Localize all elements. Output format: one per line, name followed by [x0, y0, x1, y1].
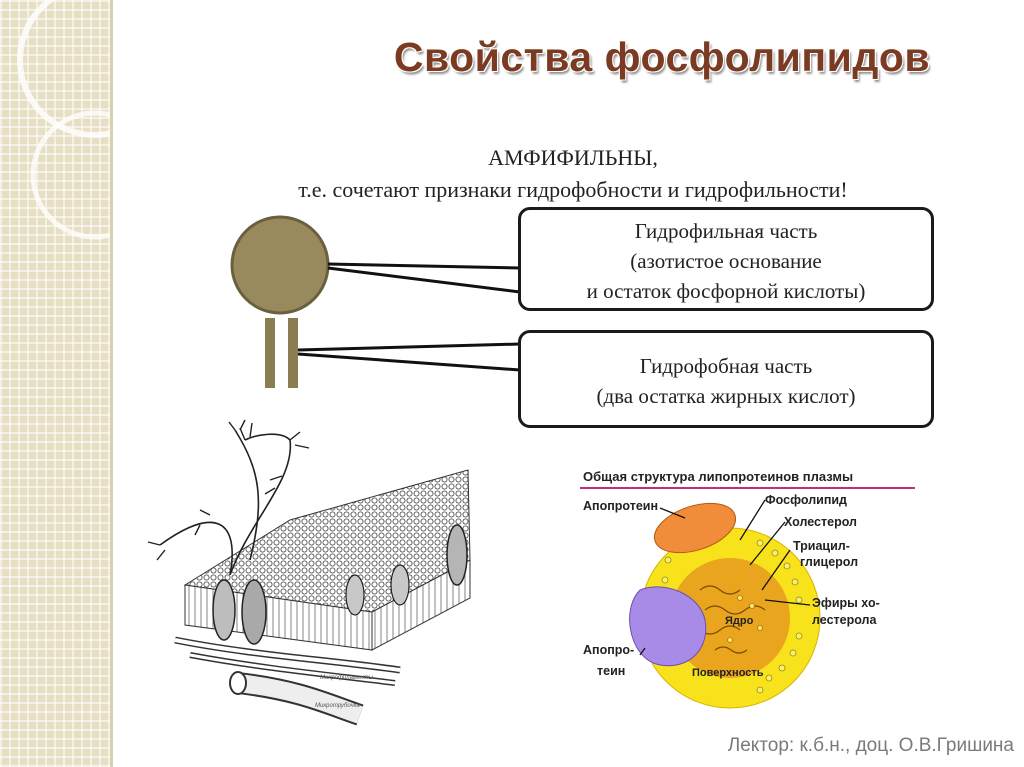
esters-label-2: лестерола	[812, 613, 877, 627]
slide-title-text: Свойства фосфолипидов	[393, 34, 931, 80]
microfilament-inner	[174, 638, 401, 672]
fatty-acid-tail-left	[265, 318, 275, 388]
microtubule-inner	[236, 674, 363, 724]
tail-pointer-line-1	[297, 342, 521, 352]
slide-title: Свойства фосфолипидов	[0, 34, 1024, 81]
phospholipid-label: Фосфолипид	[765, 493, 847, 507]
fatty-acid-tail-right	[288, 318, 298, 388]
decorative-circles	[17, 0, 110, 240]
microfilament-inner	[189, 653, 396, 685]
hydrophilic-line-2: (азотистое основание	[630, 249, 822, 273]
lecturer-footer: Лектор: к.б.н., доц. О.В.Гришина	[727, 735, 1014, 756]
microtubule-end	[229, 671, 247, 695]
glycocalyx-branch	[159, 429, 292, 576]
apoprotein-top-label: Апопротеин	[583, 499, 658, 513]
glycocalyx-twigs	[147, 419, 310, 561]
integral-protein	[345, 574, 365, 616]
hydrophobic-line-1: Гидрофобная часть	[639, 354, 813, 378]
apoprotein-purple	[629, 586, 707, 667]
head-pointer-line-1	[327, 262, 521, 270]
lipoprotein-pointers	[639, 499, 811, 656]
core-label: Ядро	[725, 615, 754, 627]
cholesterol-esters	[727, 595, 763, 643]
subtitle-line-2: т.е. сочетают признаки гидрофобности и г…	[298, 177, 848, 202]
cholesterol-label: Холестерол	[784, 515, 857, 529]
hydrophilic-part-box: Гидрофильная часть (азотистое основание …	[518, 207, 934, 311]
hydrophobic-part-box: Гидрофобная часть (два остатка жирных ки…	[518, 330, 934, 428]
microtubule-label: Микротрубочка	[315, 703, 360, 709]
esters-label-1: Эфиры хо-	[812, 596, 880, 610]
triacylglycerol-label-1: Триацил-	[793, 539, 850, 553]
hydrophilic-line-3: и остаток фосфорной кислоты)	[586, 279, 866, 303]
integral-protein	[212, 579, 236, 641]
microfilaments-label: Микрофиламенты	[320, 675, 374, 681]
integral-protein	[241, 579, 267, 645]
integral-protein	[390, 564, 410, 606]
surface-label: Поверхность	[692, 667, 764, 679]
hydrophilic-line-1: Гидрофильная часть	[634, 219, 818, 243]
tail-pointer-line-2	[297, 352, 521, 372]
membrane-side-right	[371, 559, 471, 651]
apoprotein-bottom-label-1: Апопро-	[583, 643, 634, 657]
core-lipids	[699, 585, 766, 654]
subtitle-line-1: АМФИФИЛЬНЫ,	[488, 145, 658, 170]
hydrophobic-line-2: (два остатка жирных кислот)	[596, 384, 856, 408]
decorative-side-strip	[0, 0, 110, 767]
strip-divider	[110, 0, 113, 767]
subtitle: АМФИФИЛЬНЫ, т.е. сочетают признаки гидро…	[213, 142, 933, 206]
triacylglycerol-label-2: глицерол	[800, 555, 858, 569]
lipoprotein-title: Общая структура липопротеинов плазмы	[583, 469, 853, 484]
integral-protein	[446, 524, 468, 586]
head-pointer-line-2	[327, 266, 521, 294]
apoprotein-orange	[653, 502, 737, 554]
apoprotein-bottom-label-2: теин	[597, 664, 625, 678]
